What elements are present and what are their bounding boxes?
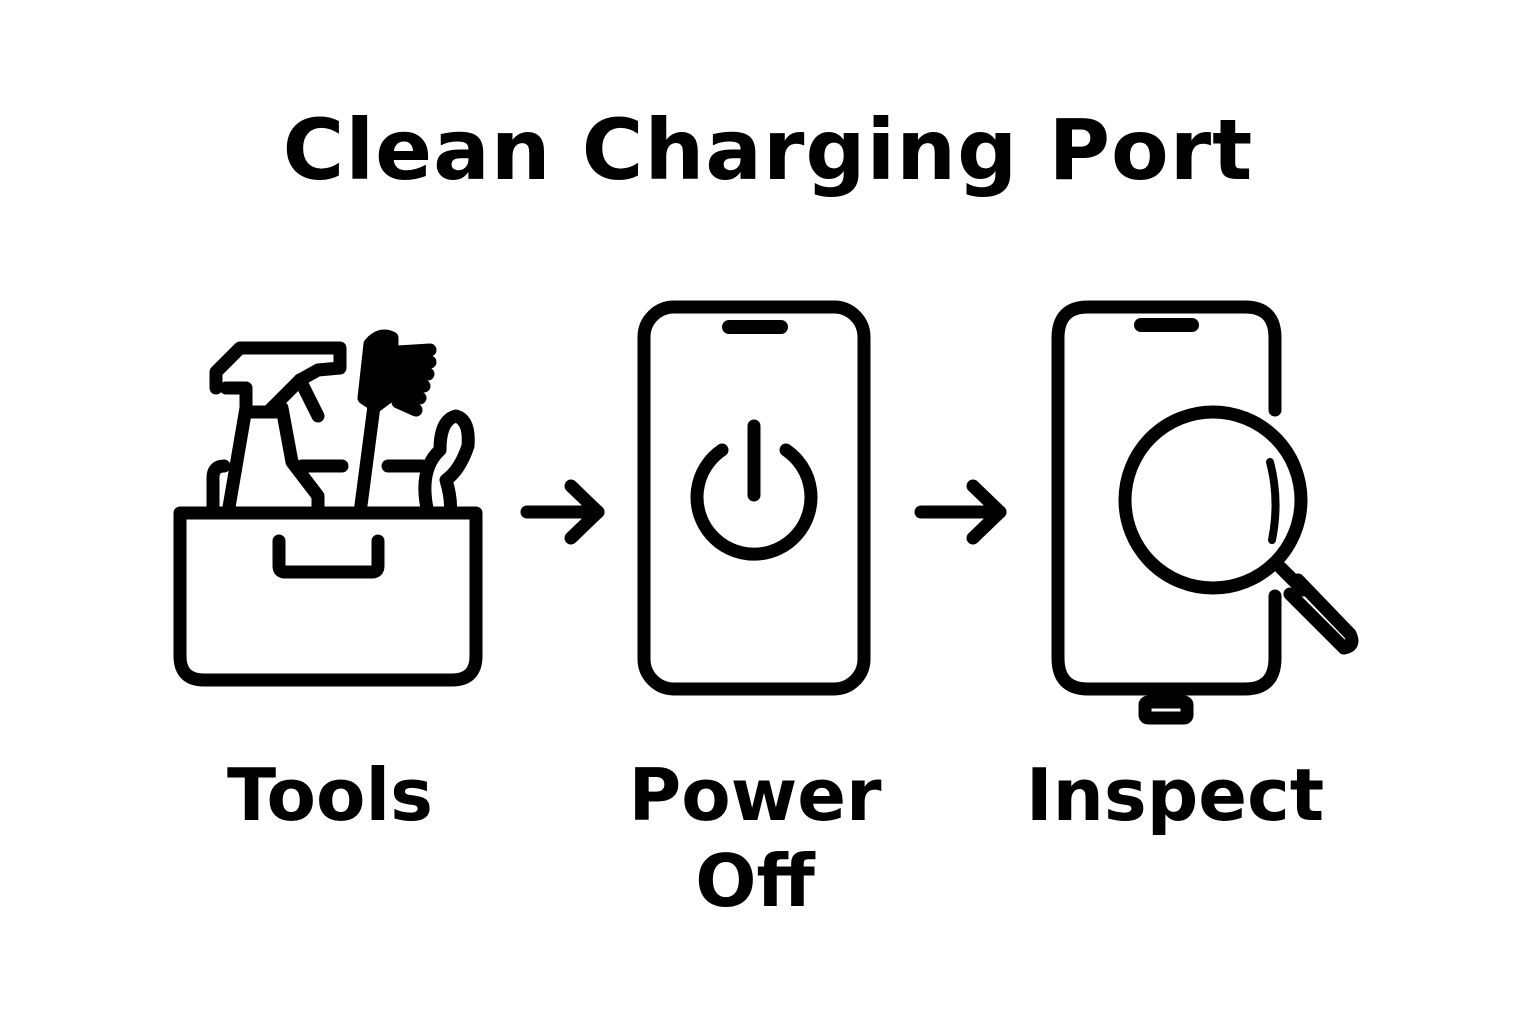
step-label-inspect: Inspect (1025, 753, 1325, 837)
toolbox-icon (173, 329, 483, 687)
page-title: Clean Charging Port (282, 101, 1254, 199)
phone-power-icon (637, 300, 871, 696)
arrow-right-icon (520, 479, 605, 545)
phone-magnifier-icon (1051, 300, 1359, 725)
step-label-power-off: Power Off (628, 753, 882, 923)
step-label-tools: Tools (226, 753, 433, 837)
arrow-right-icon (914, 479, 1007, 545)
